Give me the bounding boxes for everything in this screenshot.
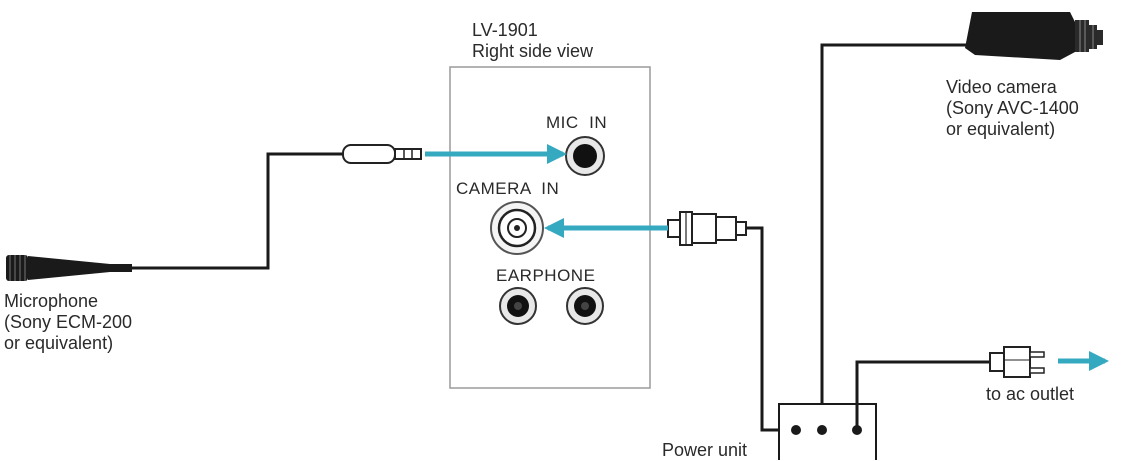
panel-model: LV-1901	[472, 20, 538, 40]
microphone-icon	[6, 255, 132, 281]
panel-title: LV-1901 Right side view	[472, 20, 593, 62]
outlet-label: to ac outlet	[986, 384, 1075, 404]
camera-in-label: CAMERA IN	[456, 179, 560, 198]
earphone-jack-left	[499, 287, 537, 325]
camera-cable	[746, 226, 796, 432]
mic-in-jack	[565, 136, 605, 176]
camera-in-jack	[490, 201, 544, 255]
power-unit-box	[778, 403, 877, 460]
earphone-label: EARPHONE	[496, 266, 596, 285]
camera-equiv: or equivalent)	[946, 119, 1056, 139]
panel-view: Right side view	[472, 41, 594, 61]
microphone-equiv: or equivalent)	[4, 333, 114, 353]
microphone-label: Microphone (Sony ECM-200 or equivalent)	[4, 291, 132, 354]
camera-model: (Sony AVC-1400	[946, 98, 1079, 118]
video-camera-icon	[965, 12, 1103, 60]
camera-label: Video camera (Sony AVC-1400 or equivalen…	[946, 77, 1079, 140]
camera-name: Video camera	[946, 77, 1057, 97]
earphone-jack-right	[566, 287, 604, 325]
mic-plug-icon	[342, 144, 422, 164]
camera-power-cable	[820, 43, 968, 430]
camera-plug-icon	[667, 211, 747, 246]
mic-in-label: MIC IN	[546, 113, 608, 132]
microphone-model: (Sony ECM-200	[4, 312, 133, 332]
microphone-cable	[132, 152, 345, 270]
ac-plug-icon	[989, 346, 1045, 378]
power-unit-label: Power unit	[662, 440, 748, 460]
microphone-name: Microphone	[4, 291, 99, 311]
ac-power-cable	[855, 360, 990, 430]
